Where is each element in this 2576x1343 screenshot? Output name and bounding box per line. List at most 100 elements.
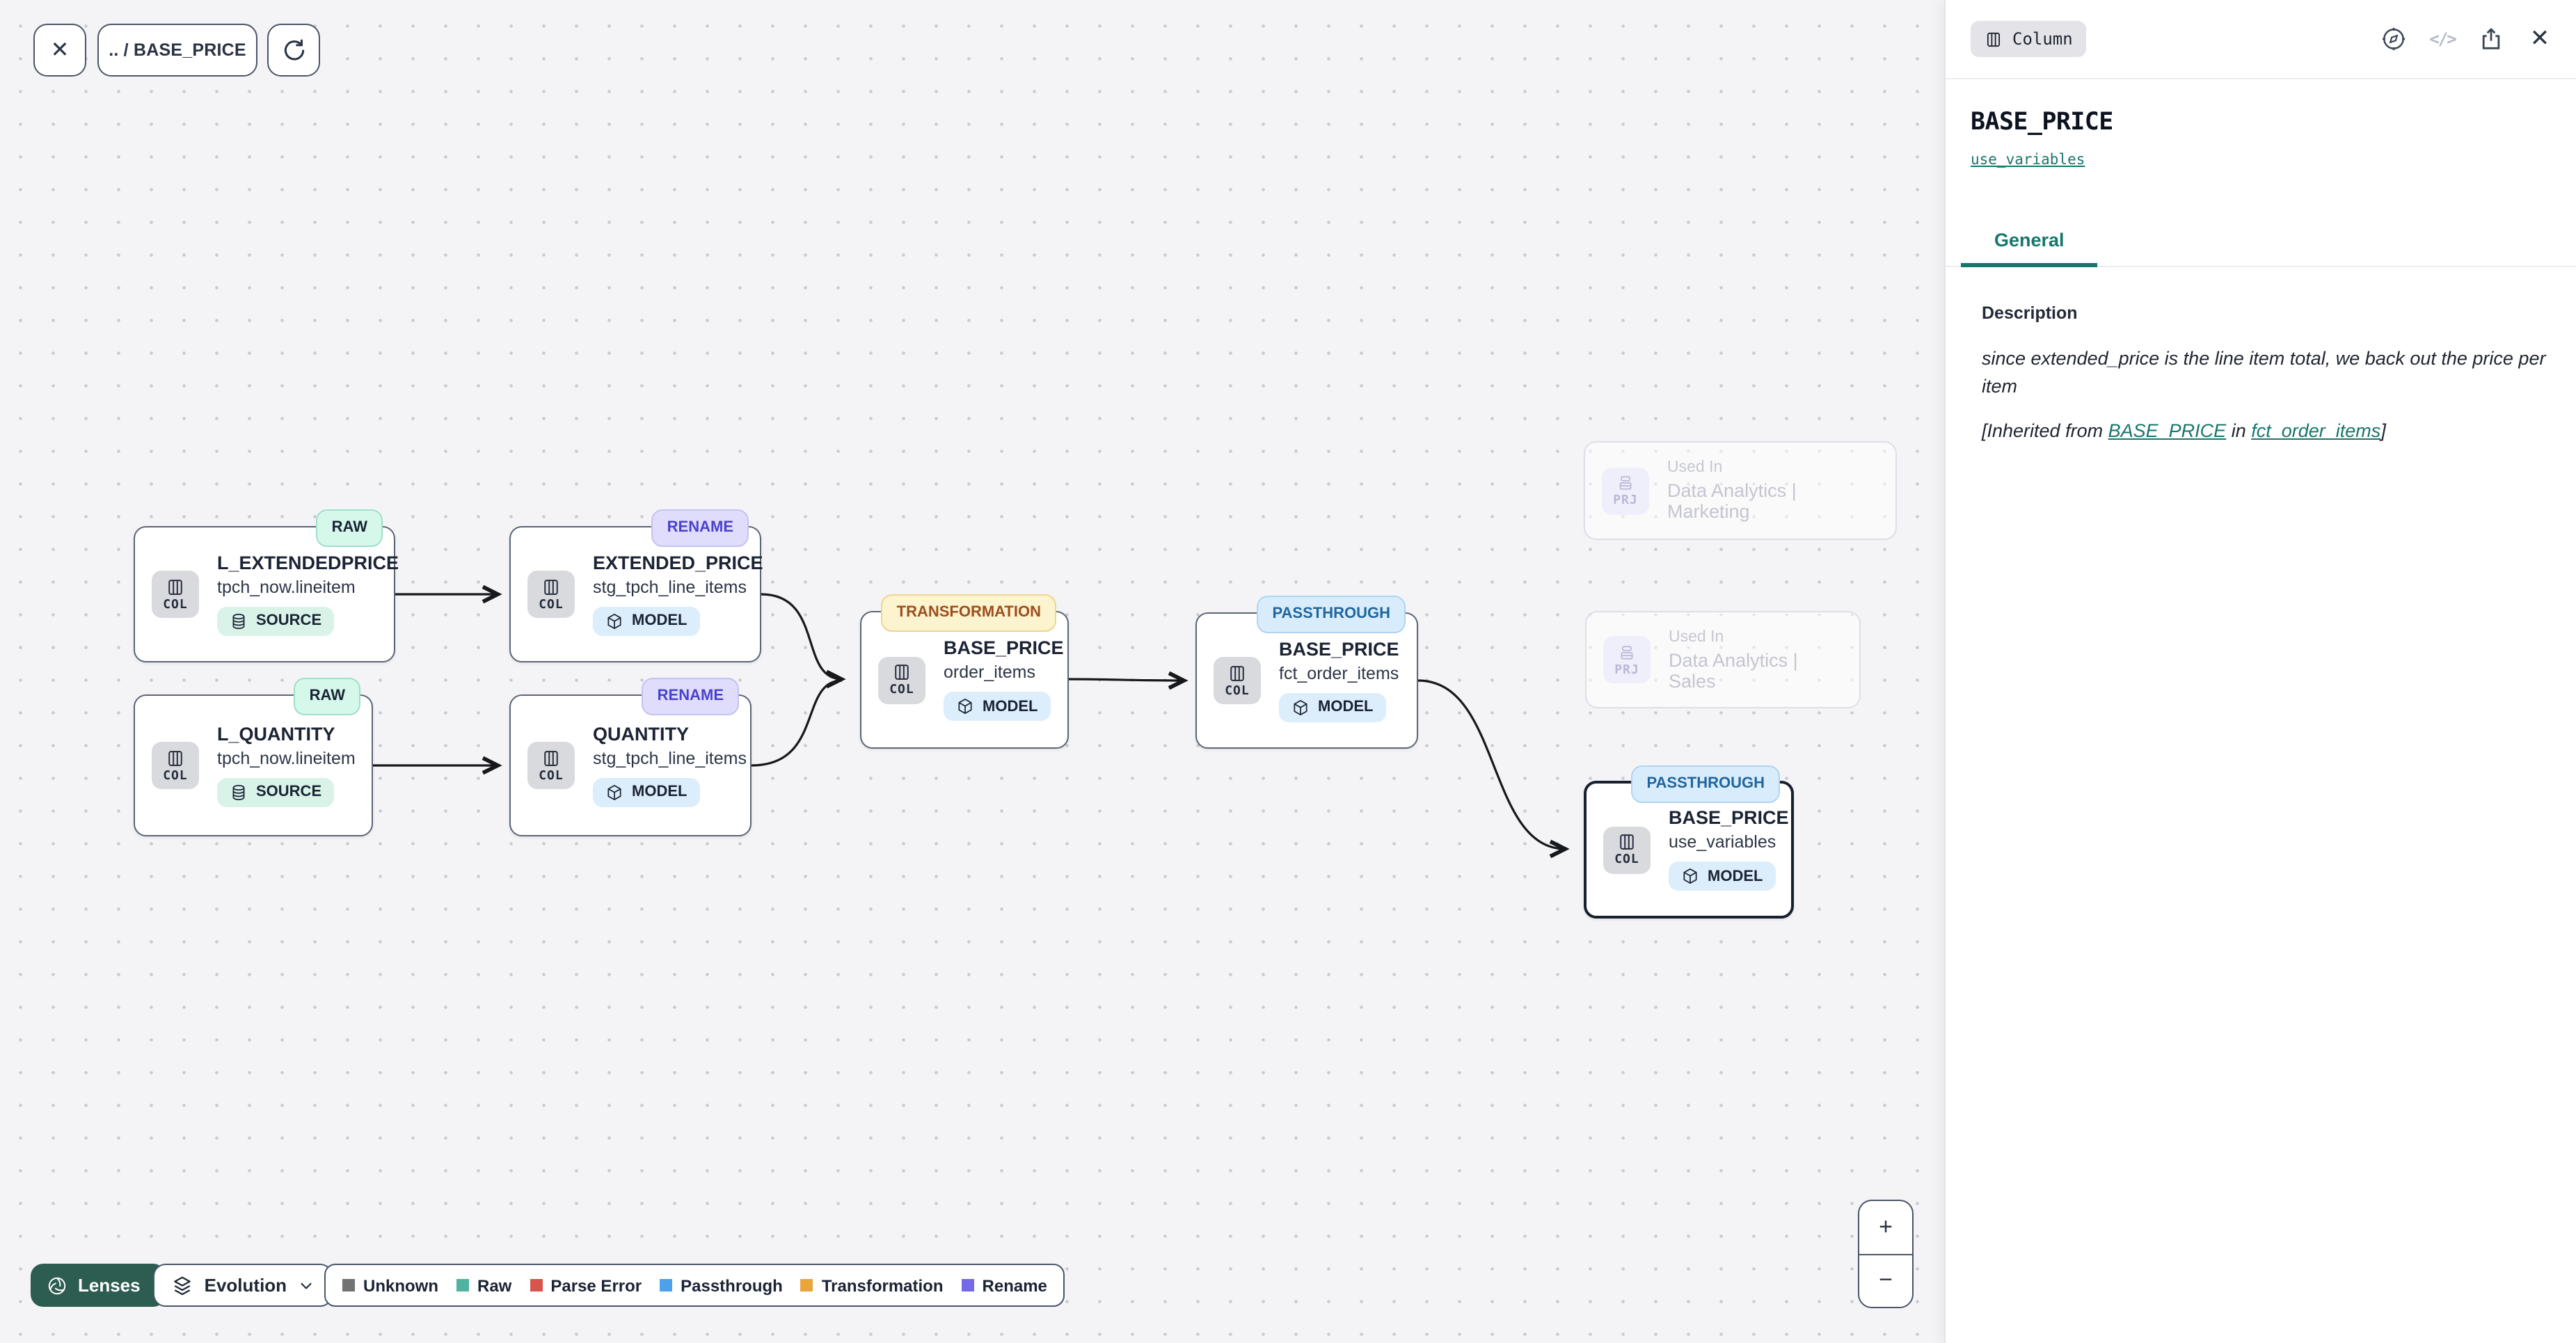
node-subtitle: stg_tpch_line_items [593, 577, 747, 596]
entity-type-badge: Column [1971, 21, 2087, 57]
project-icon [1621, 645, 1633, 659]
edge-fctorderitems-usevariables [1417, 679, 1570, 859]
node-subtitle: tpch_now.lineitem [217, 577, 356, 596]
edge-baseprice-fctorderitems [1068, 671, 1188, 690]
column-kind-chip: COL [878, 656, 925, 704]
status-badge: RAW [316, 509, 383, 547]
legend-swatch [456, 1279, 469, 1292]
edge-extendedprice-baseprice [761, 593, 846, 689]
cube-icon [607, 784, 621, 800]
asset-type-chip: MODEL [593, 777, 700, 806]
lens-controls: Lenses Evolution [31, 1264, 333, 1307]
project-kind-chip: PRJ [1603, 636, 1651, 683]
column-kind-chip: COL [1603, 826, 1651, 873]
node-quantity[interactable]: RENAME COL QUANTITY stg_tpch_line_items … [509, 678, 752, 836]
refresh-icon [283, 38, 304, 60]
asset-type-chip: MODEL [593, 606, 700, 635]
asset-type-chip: MODEL [1279, 692, 1386, 722]
node-subtitle: order_items [944, 662, 1035, 682]
asset-type-chip: MODEL [944, 692, 1051, 721]
legend-swatch [530, 1279, 543, 1292]
status-badge: RENAME [642, 678, 739, 715]
edge-quantity-baseprice [751, 679, 843, 767]
column-icon [895, 665, 909, 680]
node-title: BASE_PRICE [1279, 638, 1399, 659]
legend-swatch [342, 1279, 355, 1292]
node-title: BASE_PRICE [1669, 807, 1789, 828]
lens-legend: Unknown Raw Parse Error Passthrough Tran… [324, 1264, 1065, 1307]
inherited-column-link[interactable]: BASE_PRICE [2108, 420, 2227, 440]
database-icon [232, 613, 245, 628]
close-icon: ✕ [2529, 25, 2550, 51]
status-badge: RENAME [651, 509, 749, 547]
close-lineage-button[interactable]: ✕ [33, 24, 86, 77]
node-title: QUANTITY [593, 723, 689, 744]
node-title: EXTENDED_PRICE [593, 552, 763, 573]
project-kind-chip: PRJ [1602, 467, 1649, 514]
locate-in-lineage-button[interactable] [2378, 24, 2409, 54]
code-icon: </> [2429, 29, 2456, 49]
node-extended-price[interactable]: RENAME COL EXTENDED_PRICE stg_tpch_line_… [509, 509, 763, 662]
ghost-node-sales[interactable]: PRJ Used In Data Analytics | Sales [1585, 611, 1861, 708]
close-panel-button[interactable]: ✕ [2525, 24, 2555, 54]
node-subtitle: fct_order_items [1279, 663, 1399, 683]
inherited-model-link[interactable]: fct_order_items [2251, 420, 2381, 440]
column-icon [1987, 31, 2001, 47]
column-icon [1620, 834, 1634, 850]
legend-swatch [800, 1279, 813, 1292]
node-l-extendedprice[interactable]: RAW COL L_EXTENDEDPRICE tpch_now.lineite… [134, 509, 399, 662]
column-icon [1230, 665, 1244, 681]
project-icon [1619, 476, 1632, 490]
panel-header: Column </> ✕ [1946, 0, 2576, 79]
close-icon: ✕ [50, 39, 70, 63]
evolution-dropdown[interactable]: Evolution [152, 1264, 333, 1307]
ghost-name: Data Analytics | Sales [1669, 649, 1798, 691]
share-icon [2482, 28, 2500, 49]
ghost-label: Used In [1667, 459, 1723, 476]
node-subtitle: use_variables [1669, 832, 1776, 852]
column-kind-chip: COL [152, 742, 199, 789]
layers-icon [173, 1276, 191, 1295]
status-badge: RAW [294, 678, 360, 715]
cube-icon [1683, 868, 1697, 884]
lenses-button[interactable]: Lenses [31, 1264, 166, 1307]
ghost-label: Used In [1669, 628, 1724, 645]
column-kind-chip: COL [527, 742, 575, 789]
page-title: BASE_PRICE [1971, 109, 2113, 136]
column-icon [168, 750, 182, 765]
breadcrumb[interactable]: .. / BASE_PRICE [97, 24, 257, 77]
column-kind-chip: COL [1214, 657, 1261, 704]
share-button[interactable] [2476, 24, 2506, 54]
cube-icon [1294, 699, 1307, 715]
node-subtitle: stg_tpch_line_items [593, 748, 747, 768]
zoom-in-button[interactable]: + [1859, 1201, 1912, 1255]
view-code-button[interactable]: </> [2427, 24, 2458, 54]
panel-tabs: General [1946, 221, 2576, 267]
status-badge: PASSTHROUGH [1631, 765, 1780, 803]
node-base-price-use-variables[interactable]: PASSTHROUGH COL BASE_PRICE use_variables… [1584, 765, 1794, 919]
node-l-quantity[interactable]: RAW COL L_QUANTITY tpch_now.lineitem SOU… [134, 678, 373, 836]
node-base-price-fct-order-items[interactable]: PASSTHROUGH COL BASE_PRICE fct_order_ite… [1195, 596, 1418, 749]
aperture-icon [48, 1276, 66, 1294]
refresh-button[interactable] [267, 24, 320, 77]
description-text: since extended_price is the line item to… [1982, 348, 2546, 397]
lineage-canvas[interactable]: ✕ .. / BASE_PRICE RAW COL L_EXTENDEDPRIC… [0, 0, 1944, 1343]
node-base-price-order-items[interactable]: TRANSFORMATION COL BASE_PRICE order_item… [860, 594, 1069, 749]
column-icon [544, 579, 558, 594]
ghost-node-marketing[interactable]: PRJ Used In Data Analytics | Marketing [1584, 441, 1897, 540]
plus-icon: + [1879, 1213, 1893, 1240]
asset-type-chip: SOURCE [217, 777, 335, 806]
node-title: L_QUANTITY [217, 723, 335, 744]
description-heading: Description [1982, 303, 2078, 323]
legend-swatch [660, 1279, 673, 1292]
tab-general[interactable]: General [1961, 221, 2098, 267]
cube-icon [607, 613, 621, 628]
inherited-note: [Inherited from BASE_PRICE in fct_order_… [1982, 420, 2386, 440]
zoom-out-button[interactable]: − [1859, 1255, 1912, 1307]
legend-item: Unknown [342, 1276, 438, 1295]
node-title: BASE_PRICE [944, 637, 1064, 658]
legend-item: Transformation [800, 1276, 944, 1295]
model-link[interactable]: use_variables [1971, 152, 2085, 168]
detail-panel: Column </> ✕ BASE_PRICE use_variables Ge… [1944, 0, 2576, 1343]
